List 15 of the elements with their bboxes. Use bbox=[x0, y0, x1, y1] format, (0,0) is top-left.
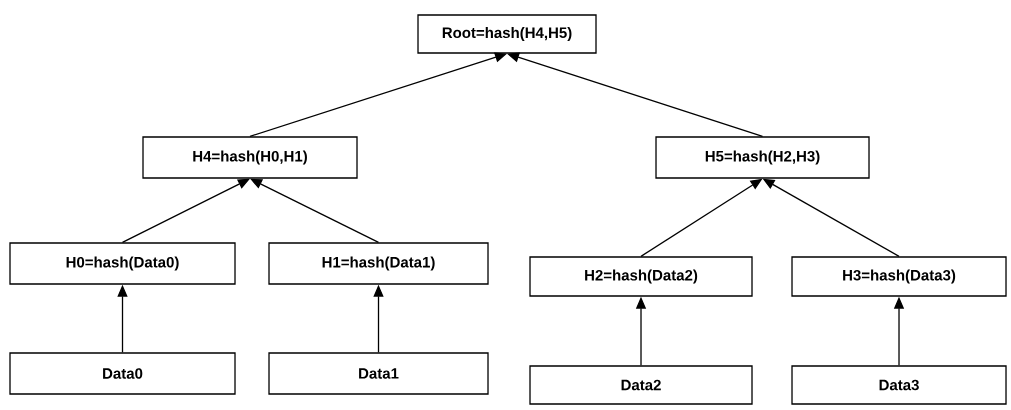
hash-box: Data1 bbox=[268, 352, 489, 395]
hash-box: H5=hash(H2,H3) bbox=[655, 136, 870, 179]
hash-box: H4=hash(H0,H1) bbox=[142, 136, 358, 179]
arrow bbox=[249, 52, 507, 137]
hash-box: Root=hash(H4,H5) bbox=[417, 14, 597, 54]
hash-box: Data3 bbox=[791, 365, 1007, 405]
arrow bbox=[507, 52, 764, 137]
arrow bbox=[121, 178, 250, 243]
arrow bbox=[250, 178, 380, 243]
hash-box: H1=hash(Data1) bbox=[268, 242, 489, 285]
hash-box: H3=hash(Data3) bbox=[791, 256, 1007, 297]
hash-box: Data2 bbox=[529, 365, 753, 405]
hash-box: H2=hash(Data2) bbox=[529, 256, 753, 297]
hash-box: H0=hash(Data0) bbox=[9, 242, 236, 285]
hash-box: Data0 bbox=[9, 352, 236, 395]
